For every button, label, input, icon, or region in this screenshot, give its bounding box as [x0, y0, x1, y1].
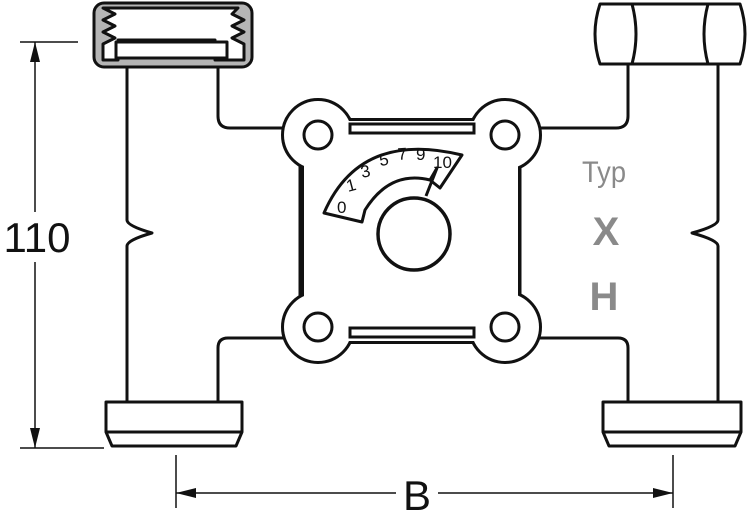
- adjustment-knob: [376, 196, 452, 272]
- dial-number: 0: [337, 198, 346, 217]
- bottom-nut-right: [601, 400, 743, 448]
- dial-number: 7: [397, 144, 408, 164]
- bolt-hole: [302, 119, 334, 151]
- threaded-cap: [92, 1, 254, 69]
- type-prefix: Typ: [582, 156, 626, 189]
- dial-numbers: 0 1 3 5 7 9 10: [337, 144, 452, 217]
- dial-number: 10: [433, 153, 452, 172]
- bolt-hole: [489, 311, 521, 343]
- dial-number: 3: [359, 161, 372, 182]
- bottom-nut-left: [104, 400, 244, 448]
- hex-nut: [593, 2, 747, 66]
- type-x: X: [593, 210, 620, 254]
- type-h: H: [590, 275, 619, 319]
- bolt-hole: [302, 311, 334, 343]
- width-dimension: [175, 455, 674, 516]
- height-dimension: [0, 41, 104, 449]
- bolt-hole: [489, 119, 521, 151]
- height-label: 110: [4, 214, 71, 261]
- dial-number: 9: [416, 145, 425, 164]
- valve-body: [125, 58, 720, 404]
- dial-number: 5: [378, 150, 390, 170]
- width-label: B: [403, 472, 431, 519]
- dial-scale: [322, 147, 464, 224]
